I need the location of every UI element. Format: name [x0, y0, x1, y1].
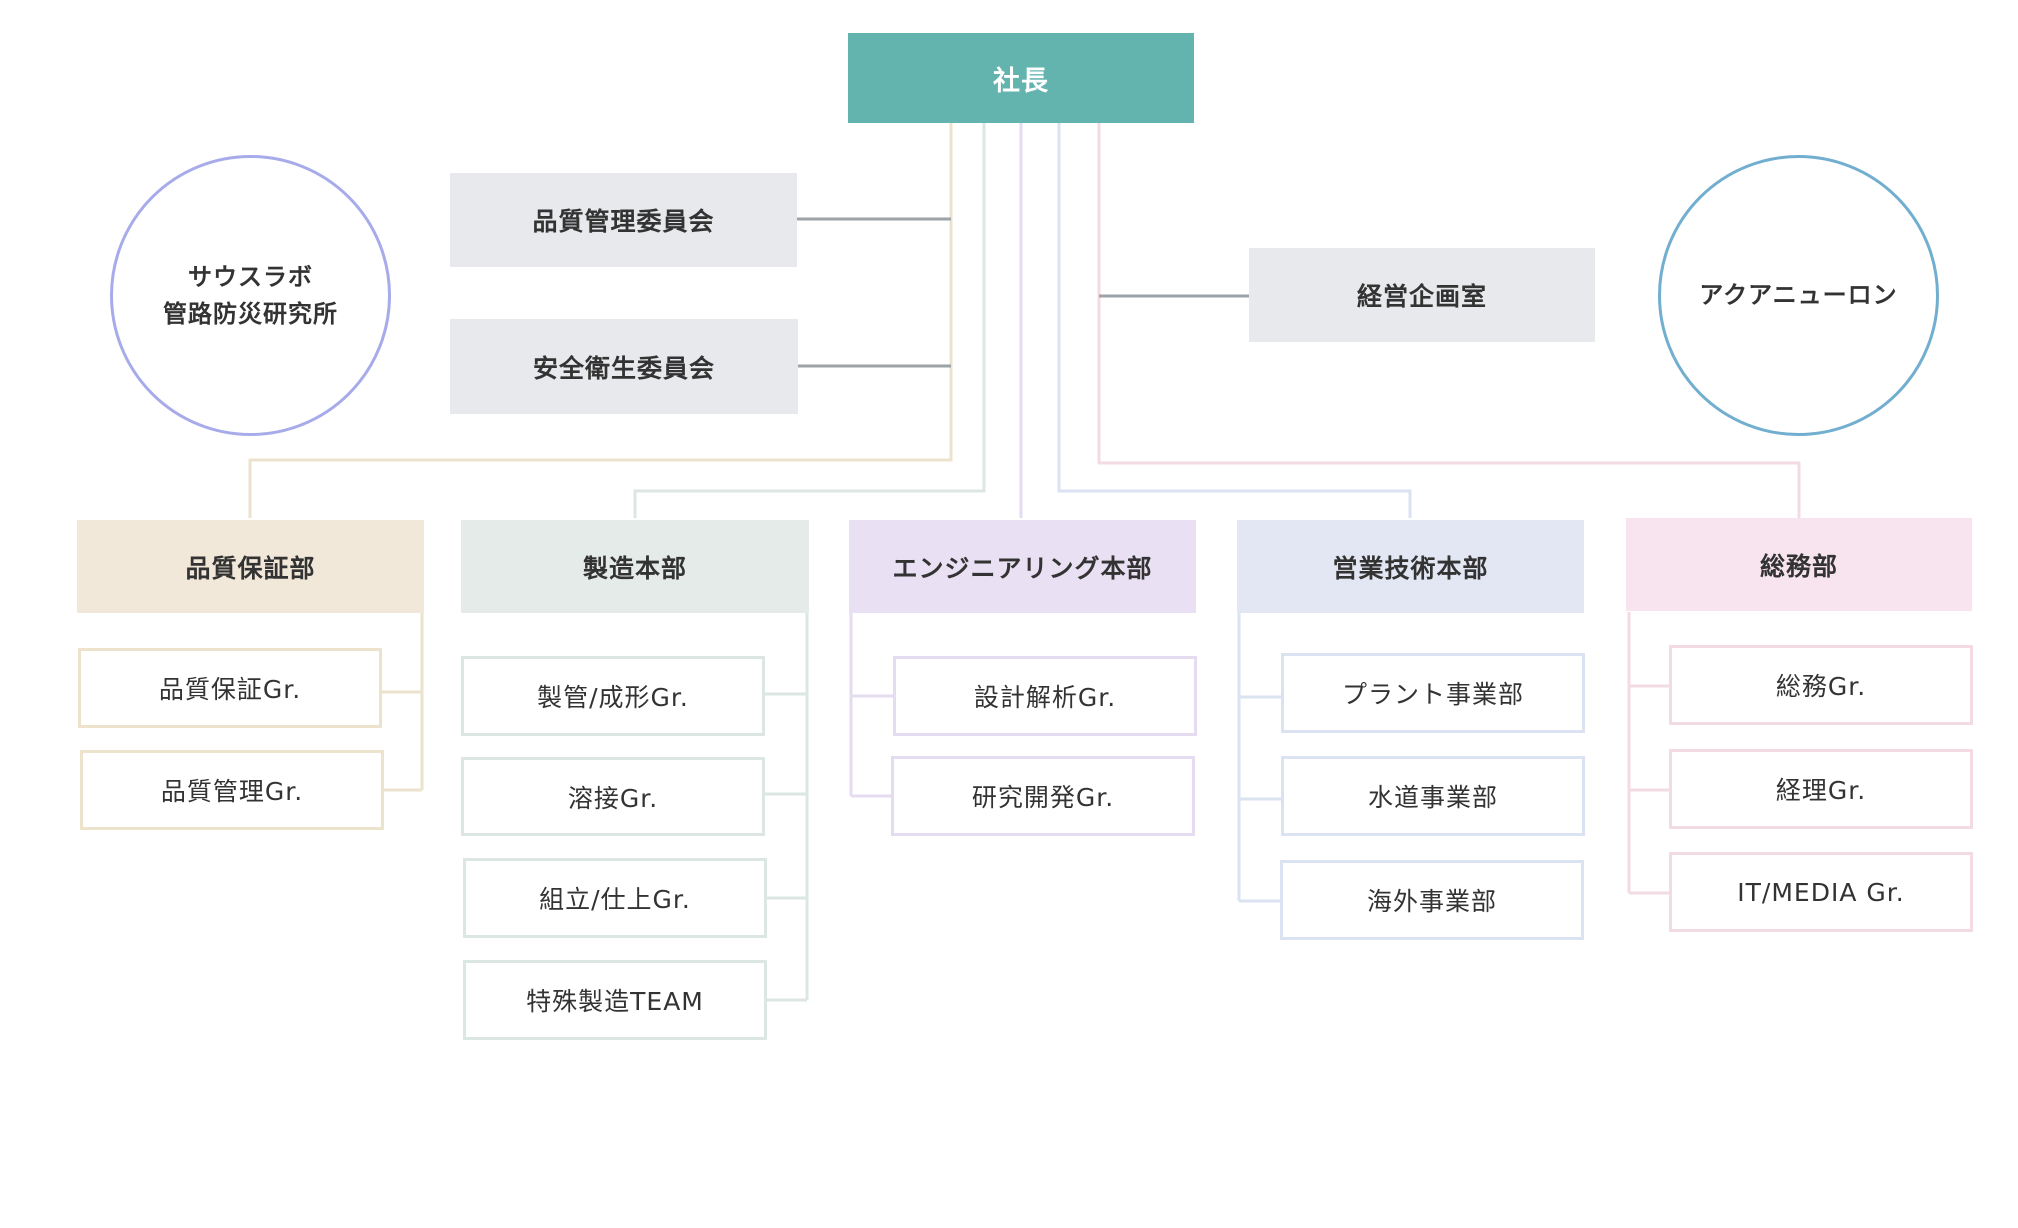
president-box: 社長: [848, 33, 1194, 123]
committee-safety-health: 安全衛生委員会: [450, 319, 798, 414]
group-label: 製管/成形Gr.: [537, 683, 689, 712]
division-sales-engineering: 営業技術本部: [1237, 520, 1584, 613]
branch-general-affairs: [1627, 612, 1669, 895]
division-manufacturing: 製造本部: [461, 520, 809, 613]
planning-office-label: 経営企画室: [1356, 282, 1487, 311]
group-label: プラント事業部: [1341, 680, 1524, 709]
group-label: 海外事業部: [1366, 887, 1497, 916]
group-box: 経理Gr.: [1669, 749, 1973, 829]
group-box: プラント事業部: [1281, 653, 1585, 733]
group-box: 海外事業部: [1280, 860, 1584, 940]
group-box: IT/MEDIA Gr.: [1669, 852, 1973, 932]
affiliate-circle-south-lab: サウスラボ 管路防災研究所: [110, 155, 391, 436]
committee-quality-management: 品質管理委員会: [450, 173, 797, 267]
group-box: 製管/成形Gr.: [461, 656, 765, 736]
group-label: 溶接Gr.: [567, 783, 659, 813]
division-label: 営業技術本部: [1332, 553, 1489, 583]
trunk-general-affairs: [1097, 122, 1801, 518]
group-label: 設計解析Gr.: [973, 683, 1117, 712]
affiliate-circle-aquaneuron: アクアニューロン: [1658, 155, 1939, 436]
division-label: エンジニアリング本部: [892, 553, 1153, 583]
affiliate-line: アクアニューロン: [1699, 281, 1898, 309]
group-box: 溶接Gr.: [461, 757, 765, 836]
group-label: 品質保証Gr.: [158, 675, 302, 704]
division-label: 品質保証部: [185, 553, 316, 583]
division-quality-assurance: 品質保証部: [77, 520, 424, 613]
group-box: 研究開発Gr.: [891, 756, 1195, 836]
branch-engineering: [849, 612, 893, 798]
group-label: 総務Gr.: [1775, 672, 1867, 701]
group-box: 品質保証Gr.: [78, 648, 382, 728]
group-box: 組立/仕上Gr.: [463, 858, 767, 938]
branch-quality: [382, 612, 424, 792]
committee-label: 安全衛生委員会: [532, 353, 715, 383]
group-label: 特殊製造TEAM: [526, 987, 704, 1016]
group-label: 水道事業部: [1367, 783, 1498, 812]
trunk-sales: [1057, 122, 1412, 518]
group-label: IT/MEDIA Gr.: [1737, 877, 1905, 907]
division-general-affairs: 総務部: [1626, 518, 1972, 611]
planning-office-box: 経営企画室: [1249, 248, 1595, 342]
division-label: 総務部: [1759, 551, 1838, 581]
group-box: 設計解析Gr.: [893, 656, 1197, 736]
trunk-manufacturing: [633, 122, 986, 518]
group-label: 品質管理Gr.: [160, 777, 304, 806]
president-label: 社長: [993, 65, 1049, 97]
affiliate-line: サウスラボ: [188, 262, 313, 291]
group-label: 研究開発Gr.: [971, 783, 1115, 812]
group-box: 総務Gr.: [1669, 645, 1973, 725]
group-label: 組立/仕上Gr.: [539, 885, 691, 914]
branch-sales: [1237, 612, 1281, 903]
branch-manufacturing: [765, 612, 809, 1002]
trunk-quality: [248, 122, 953, 518]
division-label: 製造本部: [582, 553, 687, 583]
group-box: 特殊製造TEAM: [463, 960, 767, 1040]
affiliate-line: 管路防災研究所: [163, 299, 338, 328]
group-box: 品質管理Gr.: [80, 750, 384, 830]
group-label: 経理Gr.: [1775, 776, 1867, 805]
division-engineering: エンジニアリング本部: [849, 520, 1196, 613]
group-box: 水道事業部: [1281, 756, 1585, 836]
committee-label: 品質管理委員会: [532, 207, 715, 236]
